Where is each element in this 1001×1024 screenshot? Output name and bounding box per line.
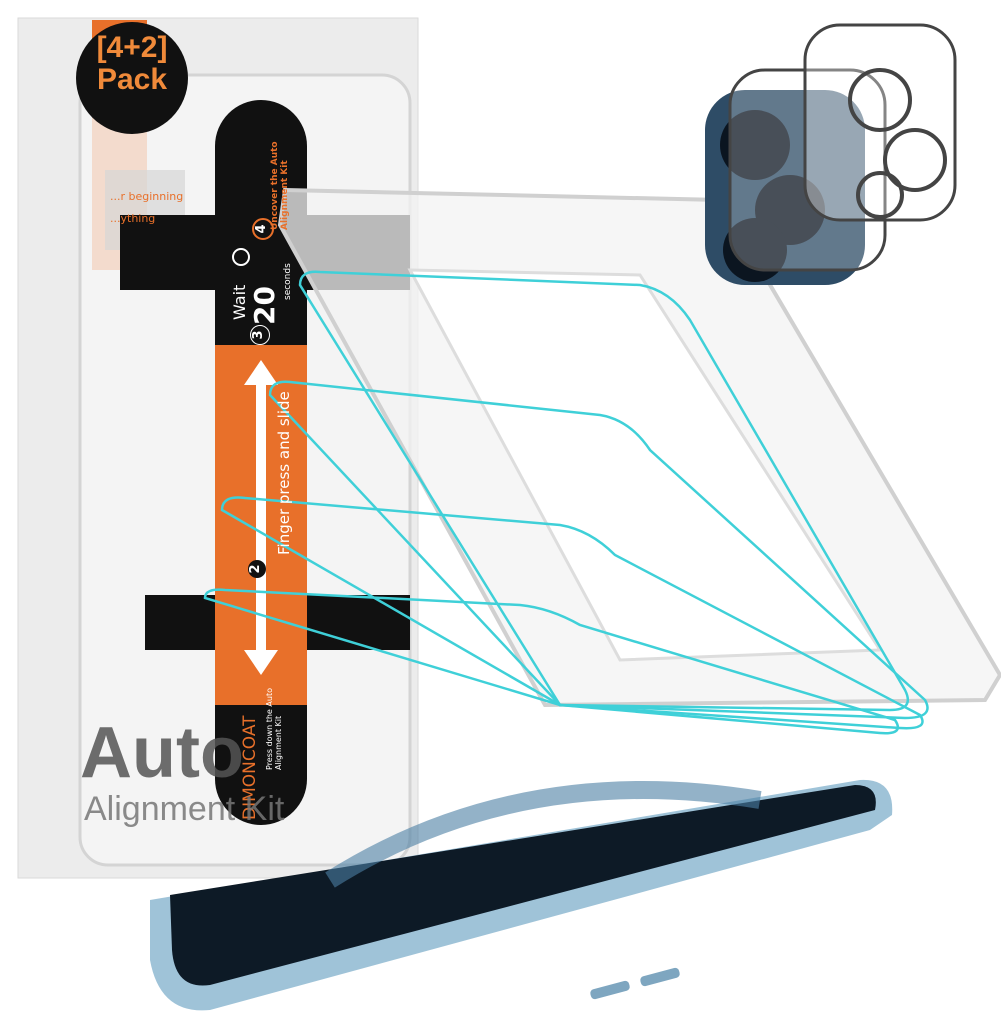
step-4-text: Uncover the Auto Alignment Kit xyxy=(270,141,290,230)
phone-button xyxy=(640,967,680,987)
clock-icon xyxy=(232,248,250,266)
badge-line-1: [4+2] xyxy=(96,31,168,64)
lens-ring xyxy=(856,171,904,219)
side-text-1: ...r beginning xyxy=(110,190,184,203)
alignment-frame-window xyxy=(407,268,883,662)
box-title: Auto xyxy=(80,713,244,793)
camera-lens xyxy=(720,110,790,180)
step-1-text: Press down the Auto Alignment Kit xyxy=(265,688,283,770)
step-3-seconds-label: seconds xyxy=(283,263,293,300)
phone-screen xyxy=(170,785,876,986)
step-2-text: Finger press and slide xyxy=(275,391,293,555)
box-subtitle: Alignment Kit xyxy=(84,790,285,828)
step-3-wait: Wait xyxy=(230,284,249,320)
badge-line-2: Pack xyxy=(96,63,168,96)
step-2-number: 2 xyxy=(248,560,266,578)
screen-protector xyxy=(203,588,900,735)
phone-button xyxy=(590,980,630,1000)
step-3-number: 3 xyxy=(250,325,270,345)
step-3-seconds-value: 20 xyxy=(248,286,281,325)
screen-protectors xyxy=(203,270,929,735)
slide-arrow-icon xyxy=(244,360,278,675)
side-text-2: ...ything xyxy=(110,212,156,225)
lens-ring xyxy=(848,68,912,132)
phone-wallpaper-arc xyxy=(325,781,762,888)
pack-badge: [4+2] Pack xyxy=(80,32,184,96)
lens-ring xyxy=(883,128,947,192)
camera-lens xyxy=(723,218,787,282)
camera-lens-protector xyxy=(803,23,957,222)
screen-protector xyxy=(220,496,924,730)
badge-circle xyxy=(76,22,188,134)
